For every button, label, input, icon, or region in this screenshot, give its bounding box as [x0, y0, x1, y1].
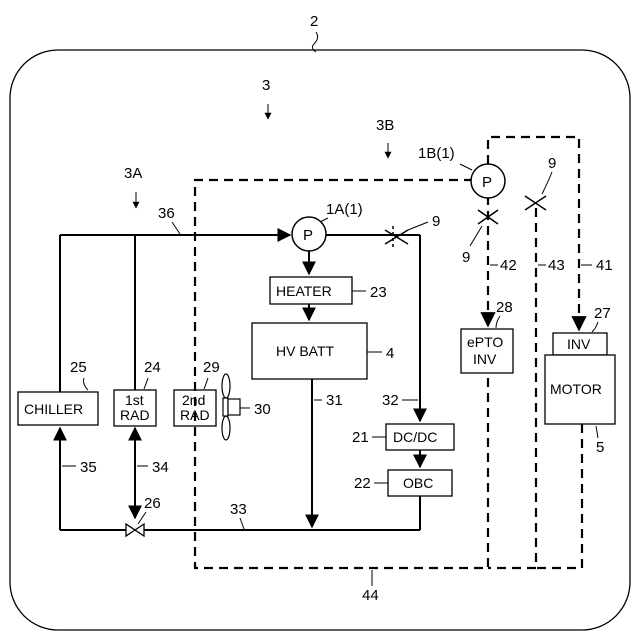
ref-chiller: 25	[70, 359, 87, 376]
dcdc-label: DC/DC	[393, 429, 437, 445]
ref-heater: 23	[370, 284, 387, 301]
obc-label: OBC	[403, 475, 433, 491]
ref-line-36: 36	[158, 205, 175, 222]
leader-24	[144, 378, 148, 389]
fan-icon	[222, 374, 240, 440]
ref-valve: 26	[144, 495, 161, 512]
leader-29	[204, 378, 208, 389]
pump-1b-label: P	[482, 174, 492, 191]
valve-icon	[126, 524, 144, 536]
leader-9a	[408, 222, 428, 230]
ref-rad1: 24	[144, 359, 161, 376]
rad1-label-2: RAD	[120, 407, 150, 423]
ref-line-41: 41	[596, 257, 613, 274]
ref-inv: 27	[594, 305, 611, 322]
ref-line-33: 33	[230, 501, 247, 518]
leader-vehicle	[312, 32, 317, 52]
rad2-label-1: 2nd	[182, 392, 205, 408]
ref-obc: 22	[354, 475, 371, 492]
epto-label-2: INV	[473, 351, 497, 367]
ref-line-35: 35	[80, 459, 97, 476]
line-motor-return	[536, 424, 582, 568]
ref-switch-b: 9	[462, 249, 470, 266]
heater-label: HEATER	[276, 283, 332, 299]
ref-line-42: 42	[500, 257, 517, 274]
leader-33	[240, 518, 244, 529]
rad1-label-1: 1st	[125, 392, 144, 408]
ref-system: 3	[262, 77, 270, 94]
leader-27	[592, 322, 598, 332]
ref-line-34: 34	[152, 459, 169, 476]
ref-line-31: 31	[326, 392, 343, 409]
ref-switch-c: 9	[548, 155, 556, 172]
ref-hv-batt: 4	[386, 345, 394, 362]
switch-valve-a-icon	[385, 226, 408, 248]
ref-switch-a: 9	[432, 213, 440, 230]
pump-1a-label: P	[303, 227, 313, 244]
inv-label: INV	[567, 336, 591, 352]
ref-rad2: 29	[203, 359, 220, 376]
ref-motor: 5	[596, 439, 604, 456]
leader-9b	[470, 226, 482, 246]
leader-1a	[320, 218, 328, 222]
switch-valve-c-icon	[525, 196, 546, 210]
leader-5	[596, 426, 598, 438]
epto-label-1: ePTO	[467, 334, 503, 350]
ref-line-32: 32	[382, 392, 399, 409]
leader-28	[496, 316, 500, 328]
ref-line-44: 44	[362, 587, 379, 604]
chiller-label: CHILLER	[24, 401, 83, 417]
leader-9c	[542, 172, 552, 194]
ref-pump-1a: 1A(1)	[326, 201, 363, 218]
leader-36	[172, 222, 180, 234]
ref-fan: 30	[254, 401, 271, 418]
motor-label: MOTOR	[550, 381, 602, 397]
ref-pump-1b: 1B(1)	[418, 145, 455, 162]
ref-circuit-b: 3B	[376, 117, 394, 134]
ref-vehicle: 2	[310, 13, 318, 30]
ref-dcdc: 21	[352, 429, 369, 446]
ref-circuit-a: 3A	[124, 165, 142, 182]
leader-25	[84, 378, 89, 390]
hv-batt-label: HV BATT	[276, 343, 335, 359]
ref-line-43: 43	[548, 257, 565, 274]
leader-26	[138, 512, 146, 524]
ref-epto: 28	[496, 299, 513, 316]
leader-1b	[460, 164, 472, 170]
